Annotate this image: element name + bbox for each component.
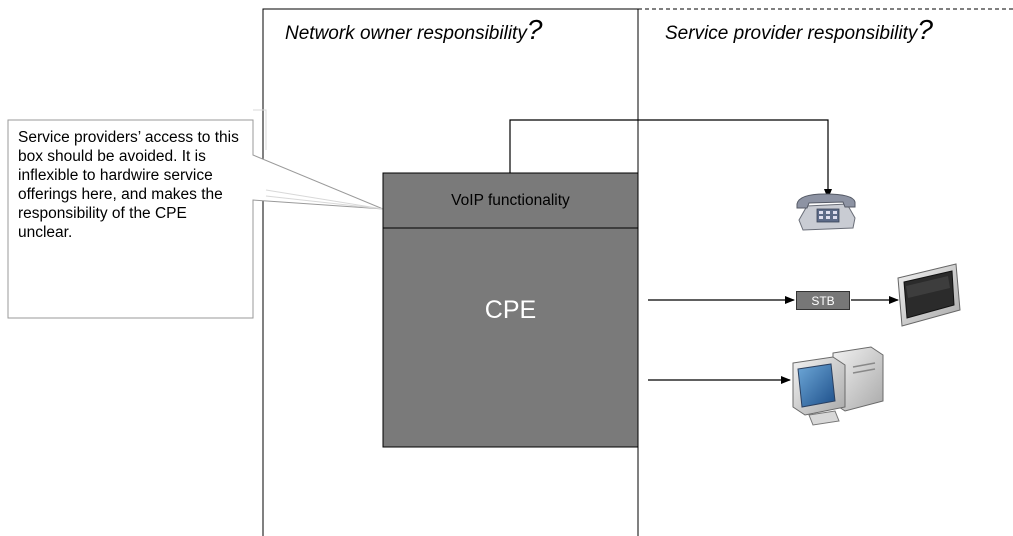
telephone-icon — [796, 193, 856, 231]
network-owner-title-text: Network owner responsibility — [285, 23, 527, 44]
voip-functionality-label: VoIP functionality — [451, 191, 570, 209]
network-owner-title: Network owner responsibility? — [285, 14, 542, 46]
stb-label: STB — [811, 293, 835, 308]
voip-connection — [509, 119, 832, 199]
network-owner-question-mark: ? — [526, 14, 543, 45]
service-provider-title-text: Service provider responsibility — [665, 23, 918, 44]
television-icon — [897, 263, 961, 327]
computer-icon — [792, 346, 884, 426]
callout-shape — [7, 109, 384, 319]
stb-box: STB — [796, 291, 850, 310]
cpe-box — [382, 172, 639, 448]
cpe-label: CPE — [484, 295, 537, 324]
service-provider-title: Service provider responsibility? — [665, 14, 933, 46]
callout-text: Service providers’ access to this box sh… — [18, 129, 239, 241]
service-provider-question-mark: ? — [917, 14, 933, 45]
